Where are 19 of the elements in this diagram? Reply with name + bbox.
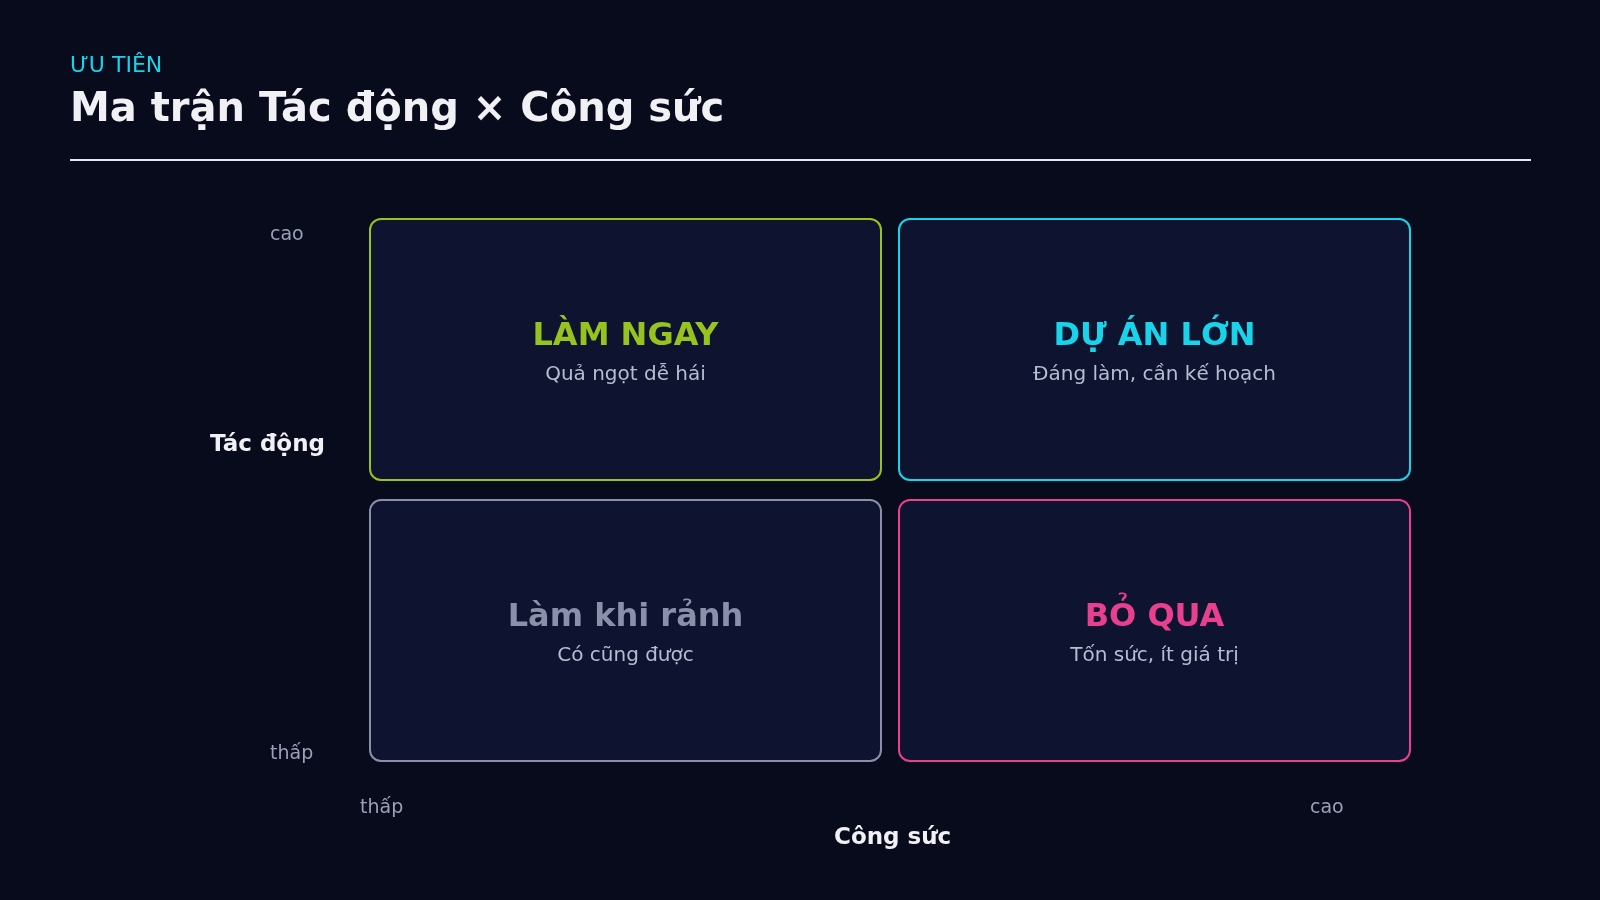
quadrant-heading: DỰ ÁN LỚN bbox=[1053, 314, 1256, 353]
title: Ma trận Tác động × Công sức bbox=[70, 84, 725, 130]
axis-tick-label: thấp bbox=[270, 741, 314, 763]
quadrant-box bbox=[369, 218, 882, 481]
axis-title: Tác động bbox=[210, 430, 325, 456]
axis-tick-label: cao bbox=[270, 222, 304, 244]
kicker-label: ƯU TIÊN bbox=[70, 52, 163, 77]
quadrant-subtitle: Có cũng được bbox=[557, 641, 694, 666]
axis-tick-label: thấp bbox=[360, 795, 404, 817]
quadrant-heading: LÀM NGAY bbox=[532, 314, 719, 353]
quadrant-box bbox=[898, 499, 1411, 762]
quadrant-subtitle: Tốn sức, ít giá trị bbox=[1070, 641, 1239, 666]
axis-tick-label: cao bbox=[1310, 795, 1344, 817]
quadrant-heading: Làm khi rảnh bbox=[507, 595, 744, 634]
quadrant-subtitle: Đáng làm, cần kế hoạch bbox=[1033, 360, 1276, 385]
quadrant-subtitle: Quả ngọt dễ hái bbox=[545, 360, 706, 385]
quadrant-box bbox=[898, 218, 1411, 481]
axis-title: Công sức bbox=[834, 823, 952, 849]
quadrant-box bbox=[369, 499, 882, 762]
